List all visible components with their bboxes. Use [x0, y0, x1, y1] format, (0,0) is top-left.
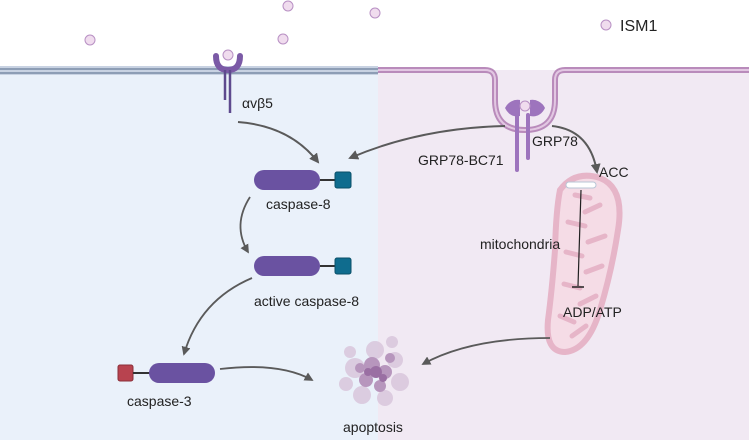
arrow-grp78-to-acc [551, 125, 601, 174]
left-cell-membrane [0, 66, 378, 75]
caspase-3-label: caspase-3 [127, 393, 192, 409]
bound-ism1-ligand [222, 49, 234, 61]
ism1-ligand [84, 34, 96, 46]
ism1-ligand [277, 33, 289, 45]
apoptotic-cell-icon [339, 336, 409, 406]
integrin-label: αvβ5 [242, 95, 273, 111]
active-caspase-8 [254, 256, 352, 276]
ism1-ligand [282, 0, 294, 12]
caspase-8 [254, 170, 352, 190]
grp78-bc71-label: GRP78-BC71 [418, 152, 504, 168]
legend: ISM1 [600, 18, 657, 35]
arrow-integrin-to-caspase-8 [237, 121, 320, 164]
arrow-grp78-bc71-to-caspase-8 [348, 125, 506, 160]
right-cell-membrane [378, 67, 749, 134]
integrin-avb5-receptor [213, 49, 243, 113]
bound-ism1-ligand [519, 100, 531, 112]
legend-ism1-icon [600, 19, 612, 31]
acc-label: ACC [599, 164, 629, 180]
inhibition-acc-to-adp-atp [572, 189, 584, 288]
ism1-ligand [369, 7, 381, 19]
apoptosis-label: apoptosis [343, 419, 403, 435]
grp78-label: GRP78 [532, 133, 578, 149]
adp-atp-label: ADP/ATP [563, 304, 622, 320]
caspase-3 [117, 363, 215, 383]
arrow-active-caspase-8-to-caspase-3 [181, 277, 253, 356]
acc-marker [565, 181, 597, 189]
arrow-mitochondria-to-apoptosis [421, 337, 551, 365]
left-cell-cytoplasm [0, 70, 378, 440]
mitochondria [544, 172, 623, 356]
legend-ism1-label: ISM1 [620, 18, 657, 35]
active-caspase-8-label: active caspase-8 [254, 293, 359, 309]
arrow-caspase-8-to-active [239, 196, 251, 254]
caspase-8-label: caspase-8 [266, 196, 331, 212]
ism1-ligands [84, 0, 381, 46]
arrow-caspase-3-to-apoptosis [219, 366, 314, 381]
mitochondria-label: mitochondria [480, 236, 560, 252]
grp78-receptor [505, 99, 545, 172]
